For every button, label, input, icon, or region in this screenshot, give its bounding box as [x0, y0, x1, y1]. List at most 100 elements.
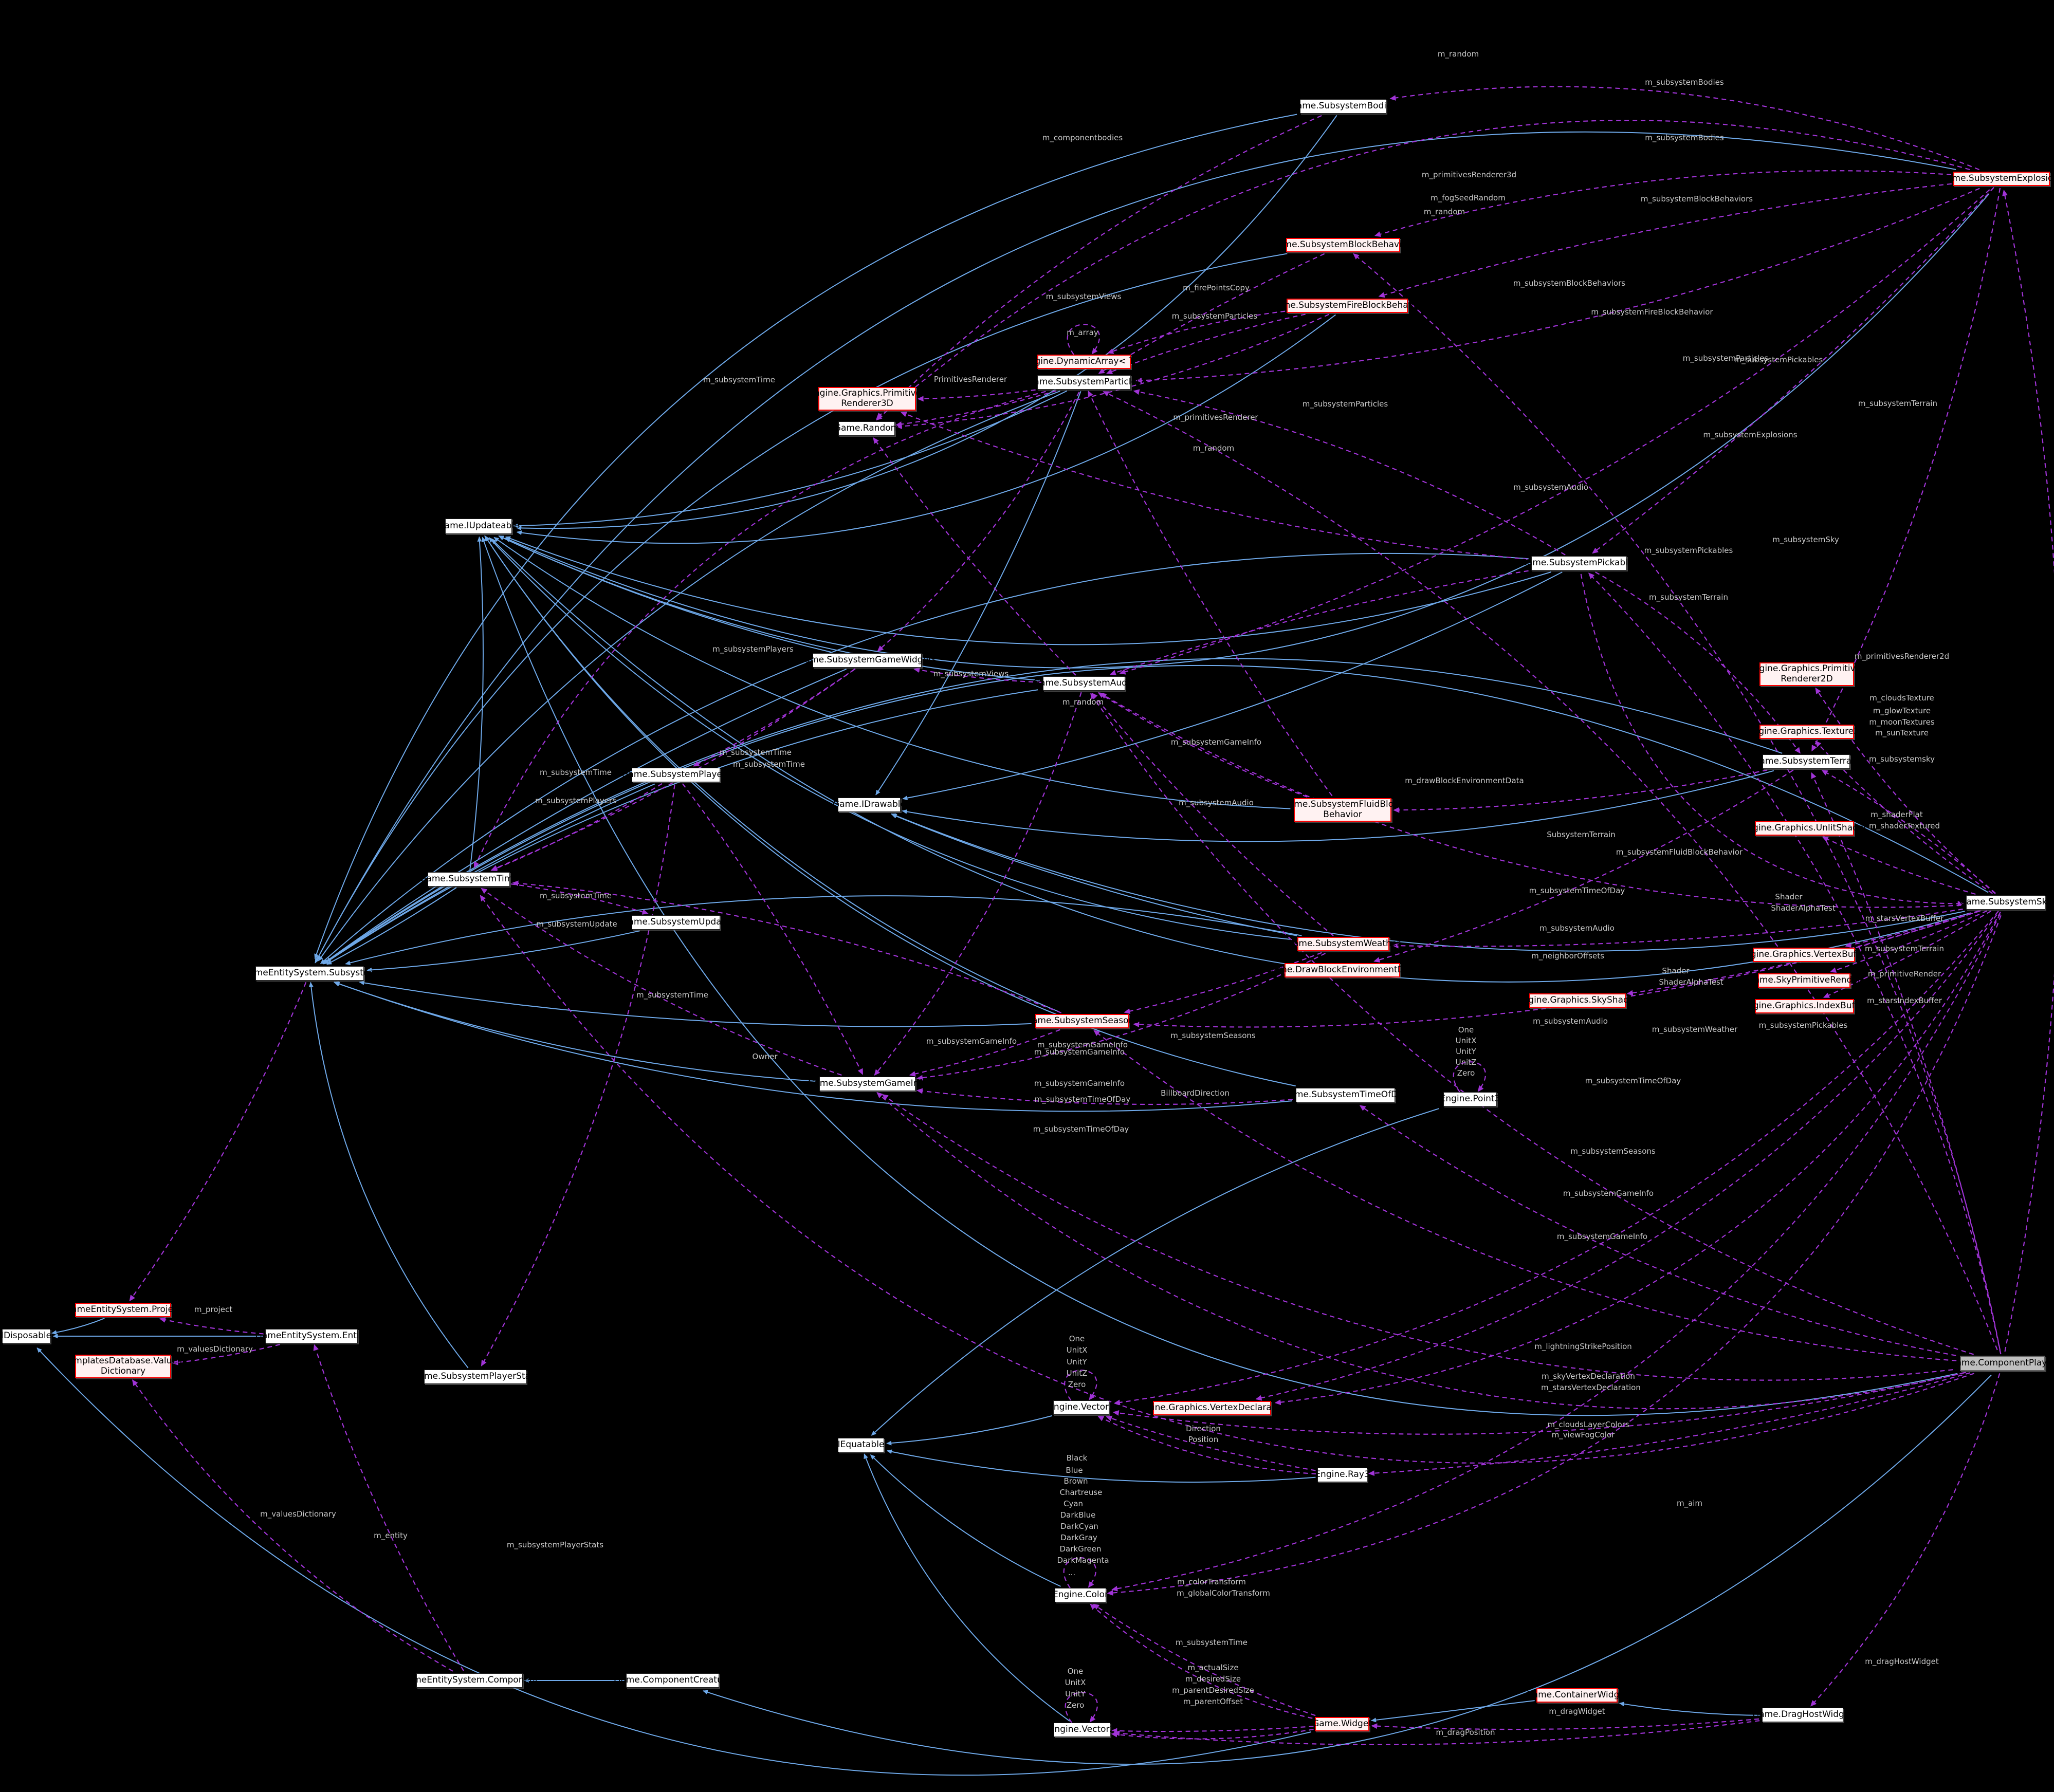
inheritance-edge	[308, 982, 469, 1369]
node-time[interactable]: Game.SubsystemTime	[419, 872, 518, 886]
usage-edge	[1389, 86, 1980, 171]
node-unlitshader[interactable]: Engine.Graphics.UnlitShader	[1742, 821, 1867, 836]
usage-edge	[1822, 837, 1976, 895]
usage-edge	[1359, 1105, 1956, 1356]
node-gameinfo[interactable]: Game.SubsystemGameInfo	[808, 1077, 927, 1091]
node-players[interactable]: Game.SubsystemPlayers	[621, 768, 730, 782]
inheritance-edge	[51, 1318, 105, 1335]
inheritance-edge	[36, 1347, 1312, 1776]
usage-edge	[895, 313, 1329, 429]
node-draghostwidget[interactable]: Game.DragHostWidget	[1752, 1708, 1853, 1722]
usage-edge	[313, 1344, 464, 1671]
node-seasons[interactable]: Game.SubsystemSeasons	[1025, 1014, 1139, 1028]
usage-edge	[1097, 692, 1308, 798]
usage-edge	[1371, 1718, 1759, 1730]
node-skyprimrender[interactable]: Game.SkyPrimitiveRender	[1747, 973, 1861, 988]
node-project[interactable]: GameEntitySystem.Project	[65, 1303, 181, 1317]
node-drawblockenv[interactable]: Game.DrawBlockEnvironmentData	[1267, 963, 1418, 977]
self-loop-edge	[1064, 1370, 1097, 1401]
inheritance-edge	[513, 390, 1068, 528]
node-primrenderer2d[interactable]: Engine.Graphics.Primitives Renderer2D	[1748, 662, 1865, 686]
node-idrawable[interactable]: Game.IDrawable	[833, 798, 906, 812]
usage-edge	[1588, 572, 2002, 1355]
node-fireblockbehavior[interactable]: Game.SubsystemFireBlockBehavior	[1270, 299, 1425, 313]
node-timeofday[interactable]: Game.SubsystemTimeOfDay	[1282, 1088, 1408, 1102]
usage-edge	[1845, 910, 1979, 948]
usage-edge	[1830, 910, 1987, 973]
usage-edge	[913, 667, 1042, 683]
self-loop-edge	[1453, 1061, 1487, 1093]
node-idisposable[interactable]: IDisposable	[1, 1329, 51, 1343]
node-indexbuffer[interactable]: Engine.Graphics.IndexBuffer	[1742, 999, 1867, 1013]
inheritance-edge	[323, 783, 655, 965]
node-iequatable[interactable]: IEquatable	[838, 1438, 884, 1452]
usage-edge	[1378, 183, 1952, 298]
node-bodies[interactable]: Game.SubsystemBodies	[1290, 99, 1396, 114]
inheritance-edge	[516, 314, 1336, 544]
usage-edge	[693, 668, 856, 767]
node-explosions[interactable]: Game.SubsystemExplosions	[1940, 172, 2054, 186]
node-containerwidget[interactable]: Game.ContainerWidget	[1526, 1688, 1628, 1703]
node-particles[interactable]: Game.SubsystemParticles	[1027, 375, 1141, 390]
node-vertexbuffer[interactable]: Engine.Graphics.VertexBuffer	[1739, 948, 1868, 962]
usage-edge	[172, 1344, 280, 1365]
usage-edge	[1112, 1372, 1967, 1435]
node-texture2d[interactable]: Engine.Graphics.Texture2D	[1748, 725, 1866, 739]
usage-edge	[1393, 769, 1768, 813]
node-dynamicarray[interactable]: Engine.DynamicArray< T >	[1024, 355, 1144, 369]
usage-edge	[876, 1092, 1965, 1410]
node-point3[interactable]: Engine.Point3	[1440, 1092, 1500, 1106]
usage-edge	[1093, 1030, 1957, 1361]
usage-edge	[481, 888, 842, 1076]
node-playerstats[interactable]: Game.SubsystemPlayerStats	[412, 1370, 539, 1384]
inheritance-edge	[887, 1449, 1316, 1483]
inheritance-edge	[320, 552, 1529, 965]
usage-edge	[1113, 1720, 1760, 1745]
node-update[interactable]: Game.SubsystemUpdate	[621, 915, 730, 930]
node-vector3[interactable]: Engine.Vector3	[1048, 1400, 1114, 1415]
self-loop-edge	[1065, 1692, 1098, 1723]
usage-edge	[1368, 1372, 1971, 1476]
node-terrain[interactable]: Game.SubsystemTerrain	[1753, 754, 1860, 769]
node-random[interactable]: Game.Random	[834, 421, 899, 436]
node-pickables[interactable]: Game.SubsystemPickables	[1520, 556, 1638, 570]
inheritance-edge	[891, 814, 1297, 936]
node-gamewidgets[interactable]: Game.SubsystemGameWidgets	[798, 653, 937, 668]
node-componentplayer[interactable]: Game.ComponentPlayer	[1949, 1356, 2054, 1371]
node-color[interactable]: Engine.Color	[1053, 1588, 1108, 1602]
node-vertexdecl[interactable]: Engine.Graphics.VertexDeclaration	[1136, 1401, 1288, 1415]
usage-edge	[900, 411, 1528, 560]
inheritance-edge	[318, 391, 1060, 962]
node-skyshader[interactable]: Engine.Graphics.SkyShader	[1517, 993, 1638, 1008]
node-component[interactable]: GameEntitySystem.Component	[401, 1673, 538, 1688]
node-sky[interactable]: Game.SubsystemSky	[1959, 895, 2052, 910]
node-audio[interactable]: Game.SubsystemAudio	[1033, 676, 1135, 691]
node-fluidblock[interactable]: Game.SubsystemFluidBlock Behavior	[1282, 798, 1403, 822]
node-subsystem[interactable]: GameEntitySystem.Subsystem	[242, 966, 377, 981]
node-primrenderer3d[interactable]: Engine.Graphics.Primitives Renderer3D	[809, 387, 926, 411]
node-ray3[interactable]: Engine.Ray3	[1315, 1468, 1370, 1482]
inheritance-edge	[516, 115, 1337, 530]
usage-edge	[1135, 188, 1980, 383]
node-weather[interactable]: Game.SubsystemWeather	[1287, 937, 1400, 951]
node-widget[interactable]: Game.Widget	[1312, 1717, 1372, 1731]
usage-edge	[1100, 693, 1961, 908]
node-vector2[interactable]: Engine.Vector2	[1049, 1723, 1115, 1737]
usage-edge	[480, 895, 1975, 1464]
usage-edge	[1103, 391, 1998, 1351]
node-iupdateable[interactable]: Game.IUpdateable	[438, 519, 520, 534]
usage-edge	[132, 1379, 453, 1672]
usage-edge	[1107, 310, 1286, 354]
usage-edge	[481, 784, 675, 1366]
usage-edge	[1373, 769, 1794, 963]
node-valuesdict[interactable]: TemplatesDatabase.Values Dictionary	[64, 1355, 182, 1378]
node-creature[interactable]: Game.ComponentCreature	[614, 1673, 731, 1688]
usage-edge	[1124, 952, 1322, 1014]
node-entity[interactable]: GameEntitySystem.Entity	[255, 1329, 368, 1343]
usage-edge	[1090, 692, 1974, 1355]
node-blockbehaviors[interactable]: Game.SubsystemBlockBehaviors	[1271, 238, 1415, 252]
self-loop-edge	[1063, 1557, 1097, 1588]
usage-edge	[1811, 772, 2002, 1355]
